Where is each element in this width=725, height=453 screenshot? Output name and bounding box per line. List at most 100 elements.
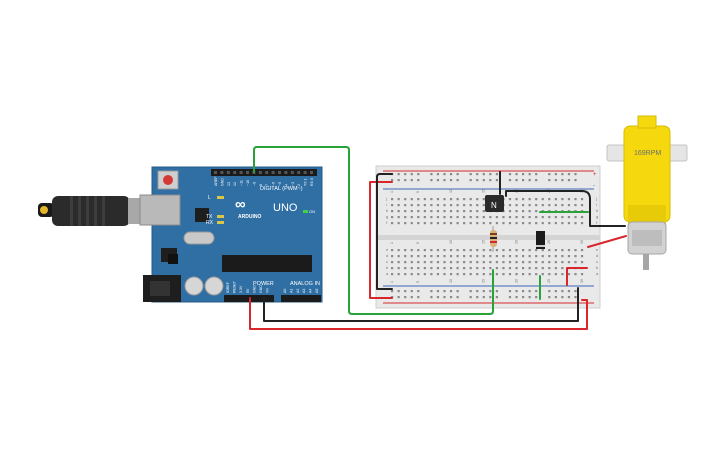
- breadboard-hole[interactable]: [469, 173, 472, 176]
- breadboard-hole[interactable]: [469, 290, 472, 293]
- breadboard-hole[interactable]: [391, 210, 394, 213]
- breadboard-hole[interactable]: [476, 222, 479, 225]
- breadboard-hole[interactable]: [404, 290, 407, 293]
- breadboard-hole[interactable]: [423, 216, 426, 219]
- breadboard-hole[interactable]: [436, 267, 440, 270]
- breadboard-hole[interactable]: [436, 222, 440, 225]
- breadboard-hole[interactable]: [535, 255, 538, 258]
- breadboard-hole[interactable]: [410, 204, 413, 207]
- breadboard-hole[interactable]: [574, 249, 577, 252]
- breadboard-hole[interactable]: [449, 255, 453, 258]
- breadboard-hole[interactable]: [417, 290, 420, 293]
- breadboard-hole[interactable]: [554, 222, 557, 225]
- breadboard-hole[interactable]: [522, 173, 525, 176]
- breadboard-hole[interactable]: [463, 249, 466, 252]
- breadboard-hole[interactable]: [430, 210, 433, 213]
- breadboard-hole[interactable]: [423, 249, 426, 252]
- breadboard-hole[interactable]: [515, 210, 518, 213]
- breadboard-hole[interactable]: [443, 255, 446, 258]
- breadboard-hole[interactable]: [430, 179, 433, 182]
- breadboard-hole[interactable]: [456, 296, 459, 299]
- breadboard-hole[interactable]: [522, 198, 525, 201]
- breadboard-hole[interactable]: [404, 261, 407, 264]
- breadboard-hole[interactable]: [554, 273, 557, 276]
- breadboard-hole[interactable]: [423, 261, 426, 264]
- breadboard-hole[interactable]: [456, 173, 459, 176]
- breadboard-hole[interactable]: [528, 249, 531, 252]
- breadboard-hole[interactable]: [476, 173, 479, 176]
- breadboard-hole[interactable]: [554, 179, 557, 182]
- breadboard-hole[interactable]: [508, 267, 512, 270]
- breadboard-hole[interactable]: [430, 261, 433, 264]
- breadboard-hole[interactable]: [574, 173, 577, 176]
- breadboard-hole[interactable]: [443, 290, 446, 293]
- breadboard-hole[interactable]: [495, 290, 498, 293]
- breadboard-hole[interactable]: [508, 204, 512, 207]
- breadboard-hole[interactable]: [476, 198, 479, 201]
- breadboard-hole[interactable]: [430, 273, 433, 276]
- breadboard-hole[interactable]: [417, 216, 420, 219]
- breadboard-hole[interactable]: [397, 204, 400, 207]
- breadboard-hole[interactable]: [489, 222, 492, 225]
- breadboard-hole[interactable]: [443, 216, 446, 219]
- breadboard-hole[interactable]: [515, 179, 518, 182]
- digital-pin-hole[interactable]: [303, 171, 307, 174]
- breadboard-hole[interactable]: [482, 173, 485, 176]
- breadboard-hole[interactable]: [463, 198, 466, 201]
- breadboard-hole[interactable]: [404, 210, 407, 213]
- breadboard-hole[interactable]: [463, 222, 466, 225]
- breadboard-hole[interactable]: [476, 204, 479, 207]
- breadboard-hole[interactable]: [404, 204, 407, 207]
- breadboard-hole[interactable]: [495, 273, 498, 276]
- breadboard-hole[interactable]: [574, 198, 577, 201]
- breadboard-hole[interactable]: [528, 216, 531, 219]
- breadboard-hole[interactable]: [528, 173, 531, 176]
- breadboard-hole[interactable]: [423, 198, 426, 201]
- breadboard-hole[interactable]: [515, 267, 518, 270]
- breadboard-hole[interactable]: [417, 261, 420, 264]
- breadboard-hole[interactable]: [541, 255, 544, 258]
- breadboard-hole[interactable]: [561, 249, 564, 252]
- breadboard-hole[interactable]: [449, 290, 453, 293]
- dc-gear-motor[interactable]: 169RPM: [606, 115, 688, 270]
- breadboard-hole[interactable]: [482, 290, 485, 293]
- breadboard-hole[interactable]: [397, 210, 400, 213]
- breadboard-hole[interactable]: [430, 222, 433, 225]
- breadboard-hole[interactable]: [574, 216, 577, 219]
- digital-pin-hole[interactable]: [290, 171, 294, 174]
- breadboard-hole[interactable]: [463, 267, 466, 270]
- breadboard-hole[interactable]: [443, 198, 446, 201]
- breadboard-hole[interactable]: [449, 273, 453, 276]
- breadboard-hole[interactable]: [397, 216, 400, 219]
- breadboard-hole[interactable]: [541, 267, 544, 270]
- breadboard-hole[interactable]: [535, 173, 538, 176]
- breadboard-hole[interactable]: [463, 210, 466, 213]
- breadboard-hole[interactable]: [541, 222, 544, 225]
- breadboard-hole[interactable]: [476, 261, 479, 264]
- breadboard-hole[interactable]: [515, 296, 518, 299]
- breadboard-hole[interactable]: [456, 249, 459, 252]
- breadboard-hole[interactable]: [469, 255, 472, 258]
- breadboard-hole[interactable]: [443, 273, 446, 276]
- breadboard-hole[interactable]: [449, 222, 453, 225]
- breadboard-hole[interactable]: [567, 255, 571, 258]
- breadboard-hole[interactable]: [580, 198, 584, 201]
- digital-pin-hole[interactable]: [284, 171, 288, 174]
- breadboard-hole[interactable]: [391, 249, 394, 252]
- breadboard-hole[interactable]: [567, 204, 571, 207]
- reset-button-cap-icon[interactable]: [163, 175, 173, 185]
- breadboard-hole[interactable]: [561, 179, 564, 182]
- breadboard-hole[interactable]: [397, 261, 400, 264]
- breadboard-hole[interactable]: [436, 204, 440, 207]
- breadboard-hole[interactable]: [548, 173, 551, 176]
- breadboard-hole[interactable]: [522, 210, 525, 213]
- breadboard-hole[interactable]: [456, 204, 459, 207]
- breadboard-hole[interactable]: [528, 267, 531, 270]
- breadboard-hole[interactable]: [391, 179, 394, 182]
- breadboard-hole[interactable]: [522, 255, 525, 258]
- breadboard-hole[interactable]: [482, 267, 485, 270]
- breadboard-hole[interactable]: [489, 255, 492, 258]
- breadboard-hole[interactable]: [423, 267, 426, 270]
- breadboard-hole[interactable]: [508, 198, 512, 201]
